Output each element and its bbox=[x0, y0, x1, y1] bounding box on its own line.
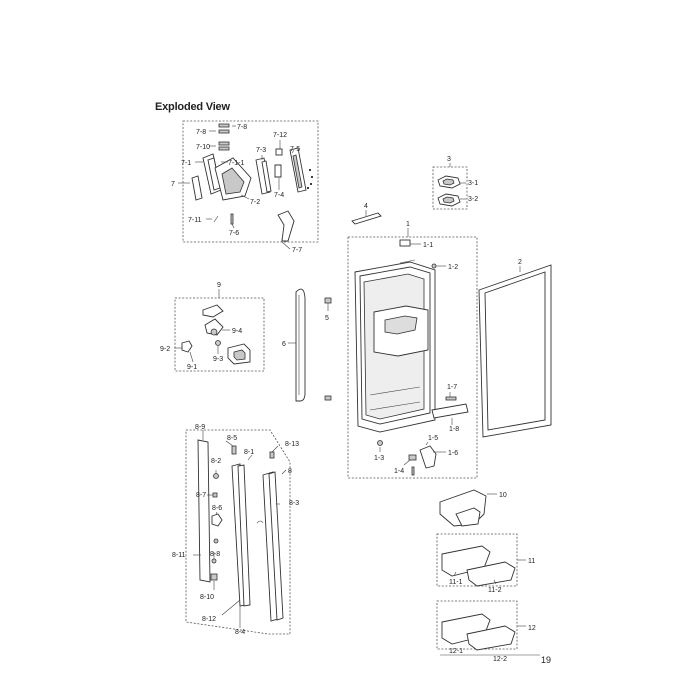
callout-8-11: 8-11 bbox=[172, 552, 186, 559]
callout-7-3: 7-3 bbox=[256, 147, 266, 154]
assembly-group-7 bbox=[178, 120, 319, 250]
callout-1-1: 1-1 bbox=[423, 242, 433, 249]
part-2-gasket bbox=[478, 264, 552, 438]
page-number: 19 bbox=[541, 655, 552, 665]
callout-7-1: 7-1 bbox=[181, 160, 191, 167]
callout-12-1: 12-1 bbox=[449, 648, 463, 655]
callout-7-4: 7-4 bbox=[274, 192, 284, 199]
callout-9-1: 9-1 bbox=[187, 364, 197, 371]
part-5 bbox=[324, 297, 332, 401]
callout-7-2: 7-2 bbox=[250, 199, 260, 206]
callout-labels: 7-8 7-8 7-12 7-10 7-3 7-5 7-1 7-1-1 7 7-… bbox=[160, 124, 536, 663]
assembly-group-9 bbox=[174, 289, 265, 372]
callout-12-2: 12-2 bbox=[493, 656, 507, 663]
callout-8-3: 8-3 bbox=[289, 500, 299, 507]
callout-1-6: 1-6 bbox=[448, 450, 458, 457]
callout-7-7: 7-7 bbox=[292, 247, 302, 254]
callout-2: 2 bbox=[518, 259, 522, 266]
callout-5: 5 bbox=[325, 315, 329, 322]
callout-8-5: 8-5 bbox=[227, 435, 237, 442]
callout-8-1: 8-1 bbox=[244, 449, 254, 456]
callout-3: 3 bbox=[447, 156, 451, 163]
assembly-group-8 bbox=[185, 429, 291, 635]
part-10-bin bbox=[439, 489, 497, 527]
callout-6: 6 bbox=[282, 341, 286, 348]
callout-1-7: 1-7 bbox=[447, 384, 457, 391]
callout-1: 1 bbox=[406, 221, 410, 228]
callout-8-2: 8-2 bbox=[211, 458, 221, 465]
page-title: Exploded View bbox=[155, 101, 230, 113]
callout-8-7: 8-7 bbox=[196, 492, 206, 499]
callout-8-8: 8-8 bbox=[210, 551, 220, 558]
callout-1-4: 1-4 bbox=[394, 468, 404, 475]
assembly-group-1-door bbox=[347, 228, 478, 479]
callout-7-8b: 7-8 bbox=[196, 129, 206, 136]
callout-3-1: 3-1 bbox=[468, 180, 478, 187]
callout-8: 8 bbox=[288, 468, 292, 475]
callout-10: 10 bbox=[499, 492, 507, 499]
callout-11: 11 bbox=[528, 558, 535, 565]
callout-1-5: 1-5 bbox=[428, 435, 438, 442]
callout-9: 9 bbox=[217, 282, 221, 289]
callout-3-2: 3-2 bbox=[468, 196, 478, 203]
callout-1-3: 1-3 bbox=[374, 455, 384, 462]
callout-7-11: 7-11 bbox=[188, 217, 202, 224]
part-4 bbox=[351, 210, 382, 225]
callout-8-4: 8-4 bbox=[235, 629, 245, 636]
callout-1-2: 1-2 bbox=[448, 264, 458, 271]
callout-7: 7 bbox=[171, 181, 175, 188]
callout-7-8a: 7-8 bbox=[237, 124, 247, 131]
callout-7-1-1: 7-1-1 bbox=[228, 160, 244, 167]
callout-11-1: 11-1 bbox=[449, 579, 463, 586]
callout-8-12: 8-12 bbox=[202, 616, 216, 623]
callout-7-12: 7-12 bbox=[273, 132, 287, 139]
callout-4: 4 bbox=[364, 203, 368, 210]
callout-1-8: 1-8 bbox=[449, 426, 459, 433]
callout-7-10: 7-10 bbox=[196, 144, 210, 151]
assembly-group-3 bbox=[432, 163, 468, 210]
callout-8-9: 8-9 bbox=[195, 424, 205, 431]
callout-7-6: 7-6 bbox=[229, 230, 239, 237]
callout-11-2: 11-2 bbox=[488, 587, 502, 594]
assembly-group-12 bbox=[436, 600, 540, 656]
callout-12: 12 bbox=[528, 625, 536, 632]
assembly-group-11 bbox=[436, 533, 526, 587]
callout-8-13: 8-13 bbox=[285, 441, 299, 448]
part-6 bbox=[288, 288, 306, 402]
callout-9-2: 9-2 bbox=[160, 346, 170, 353]
callout-7-5: 7-5 bbox=[290, 146, 300, 153]
callout-9-4: 9-4 bbox=[232, 328, 242, 335]
callout-8-10: 8-10 bbox=[200, 594, 214, 601]
callout-9-3: 9-3 bbox=[213, 356, 223, 363]
callout-8-6: 8-6 bbox=[212, 505, 222, 512]
